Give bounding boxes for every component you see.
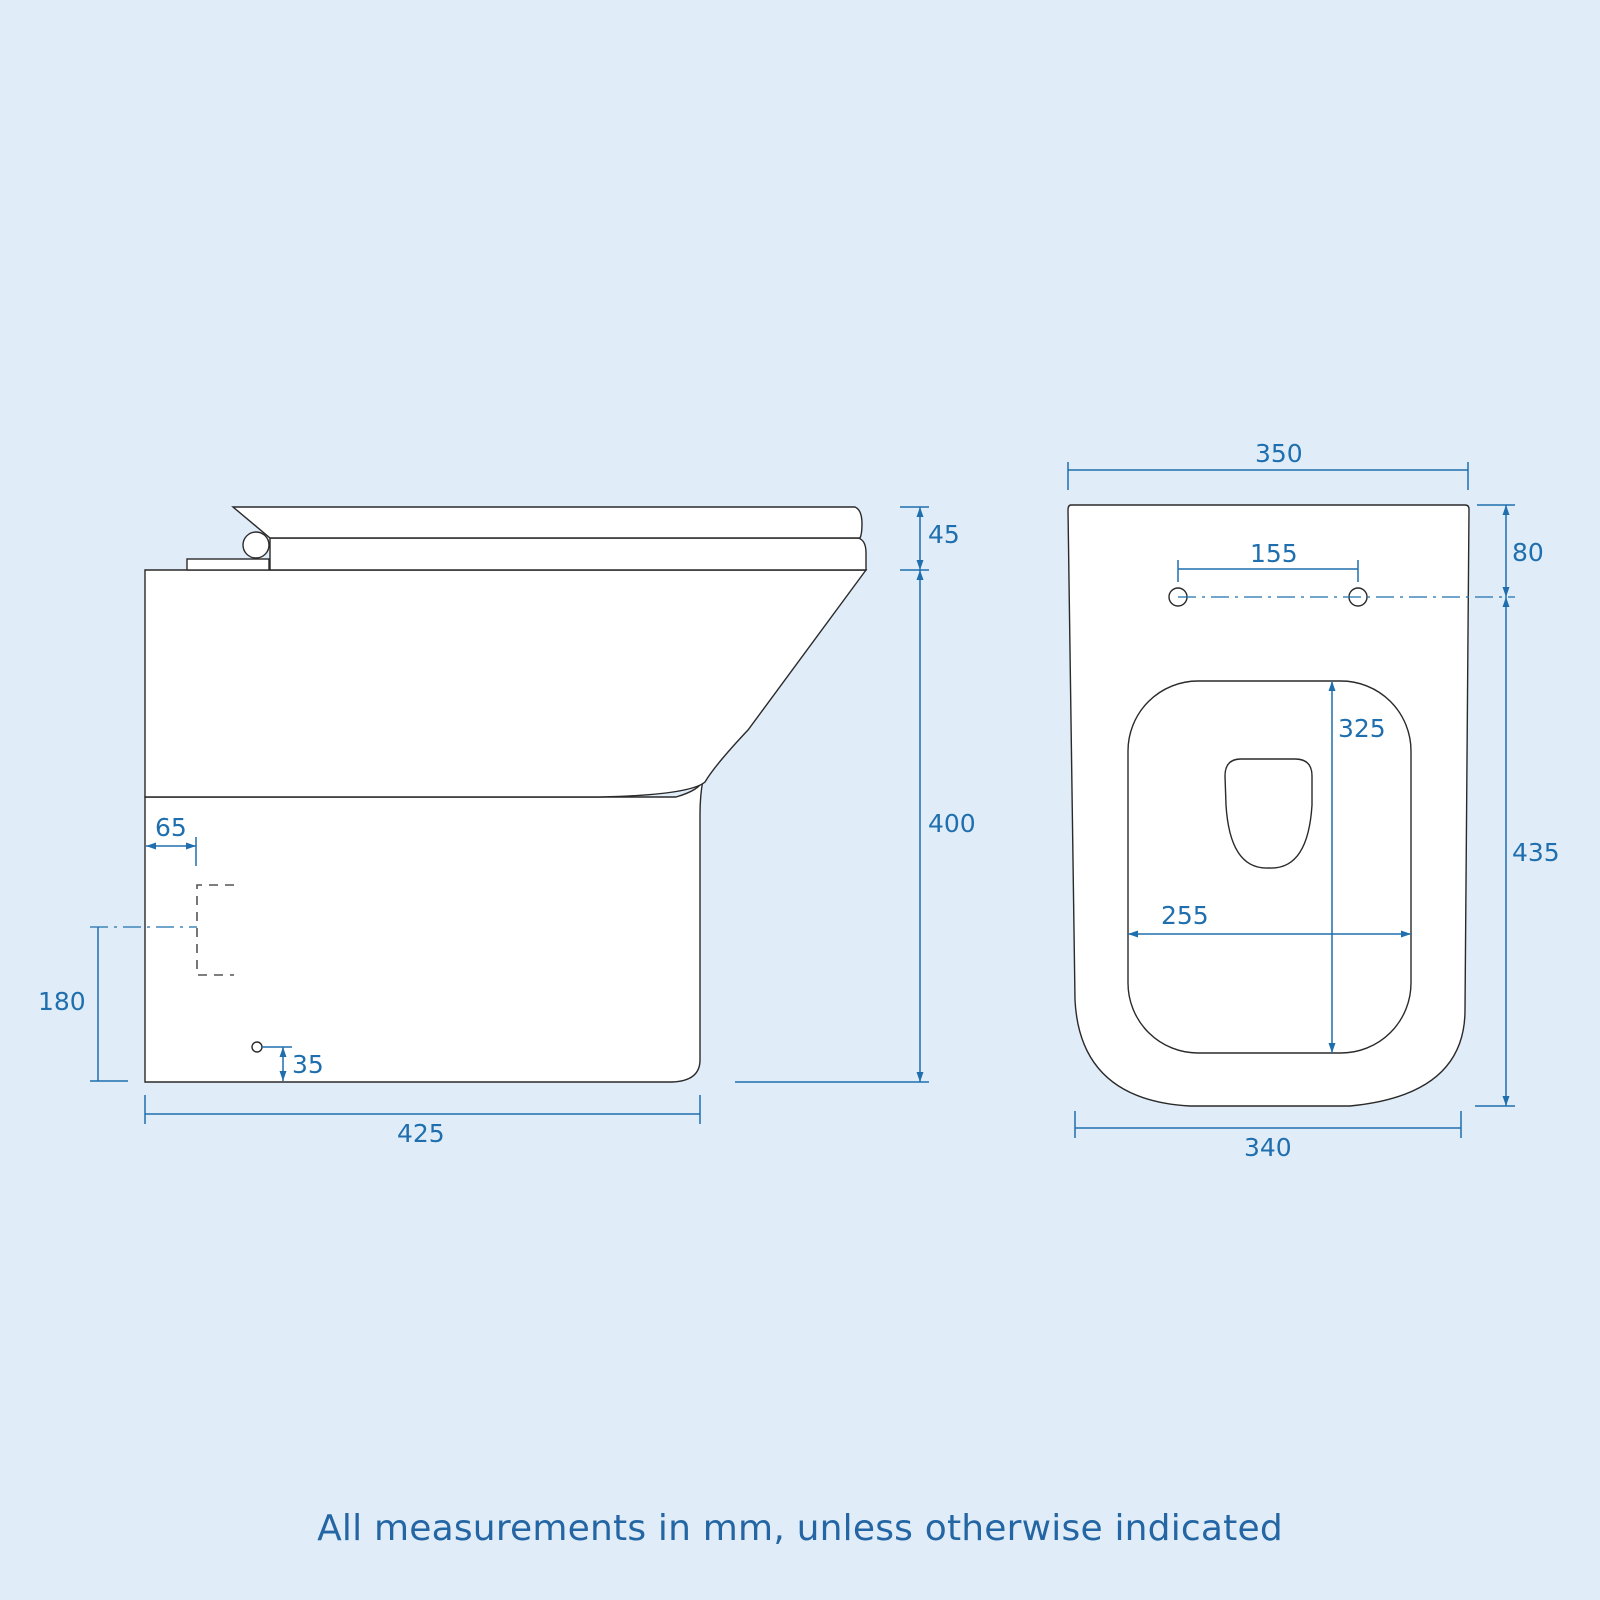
dim-label-340: 340 bbox=[1244, 1133, 1292, 1162]
dim-bowl-length: 325 bbox=[1328, 681, 1386, 1053]
fixing-hole-icon bbox=[251, 1041, 263, 1053]
dim-label-80: 80 bbox=[1512, 538, 1544, 567]
dim-seat-thickness: 45 bbox=[900, 506, 960, 571]
toilet-lid bbox=[231, 506, 863, 539]
hinge-plate bbox=[186, 558, 270, 571]
dim-label-350: 350 bbox=[1255, 439, 1303, 468]
pan-lower-body bbox=[144, 779, 704, 1083]
dim-label-400: 400 bbox=[928, 809, 976, 838]
dim-depth: 425 bbox=[144, 1095, 701, 1148]
dim-outlet-height: 180 bbox=[38, 926, 197, 1082]
dim-fixing-spacing: 155 bbox=[1177, 539, 1359, 582]
dim-label-45: 45 bbox=[928, 520, 960, 549]
dim-fixing-hole-height: 35 bbox=[262, 1046, 324, 1081]
dim-label-180: 180 bbox=[38, 987, 86, 1016]
dim-label-255: 255 bbox=[1161, 901, 1209, 930]
dim-label-425: 425 bbox=[397, 1119, 445, 1148]
dim-front-width: 340 bbox=[1074, 1111, 1462, 1162]
dim-label-435: 435 bbox=[1512, 838, 1560, 867]
hinge-icon bbox=[242, 531, 270, 559]
dim-height: 400 bbox=[735, 570, 976, 1083]
measurement-footnote: All measurements in mm, unless otherwise… bbox=[317, 1508, 1283, 1549]
dim-fixing-from-rear: 80 bbox=[1477, 504, 1544, 597]
bowl-waterway-outline bbox=[1224, 758, 1313, 869]
dim-label-325: 325 bbox=[1338, 714, 1386, 743]
dim-label-35: 35 bbox=[292, 1050, 324, 1079]
dim-label-155: 155 bbox=[1250, 539, 1298, 568]
pan-upper-body bbox=[144, 569, 868, 798]
toilet-seat bbox=[269, 537, 867, 571]
dim-bowl-width: 255 bbox=[1128, 901, 1411, 938]
dim-label-65: 65 bbox=[155, 813, 187, 842]
side-view: 45 400 65 180 35 bbox=[38, 506, 976, 1148]
dim-rear-width: 350 bbox=[1067, 439, 1469, 490]
dim-outlet-offset: 65 bbox=[146, 813, 197, 866]
outlet-hidden-outline bbox=[196, 884, 234, 976]
dim-pan-length: 435 bbox=[1475, 597, 1560, 1107]
top-view: 350 155 80 435 325 255 bbox=[1067, 439, 1560, 1162]
